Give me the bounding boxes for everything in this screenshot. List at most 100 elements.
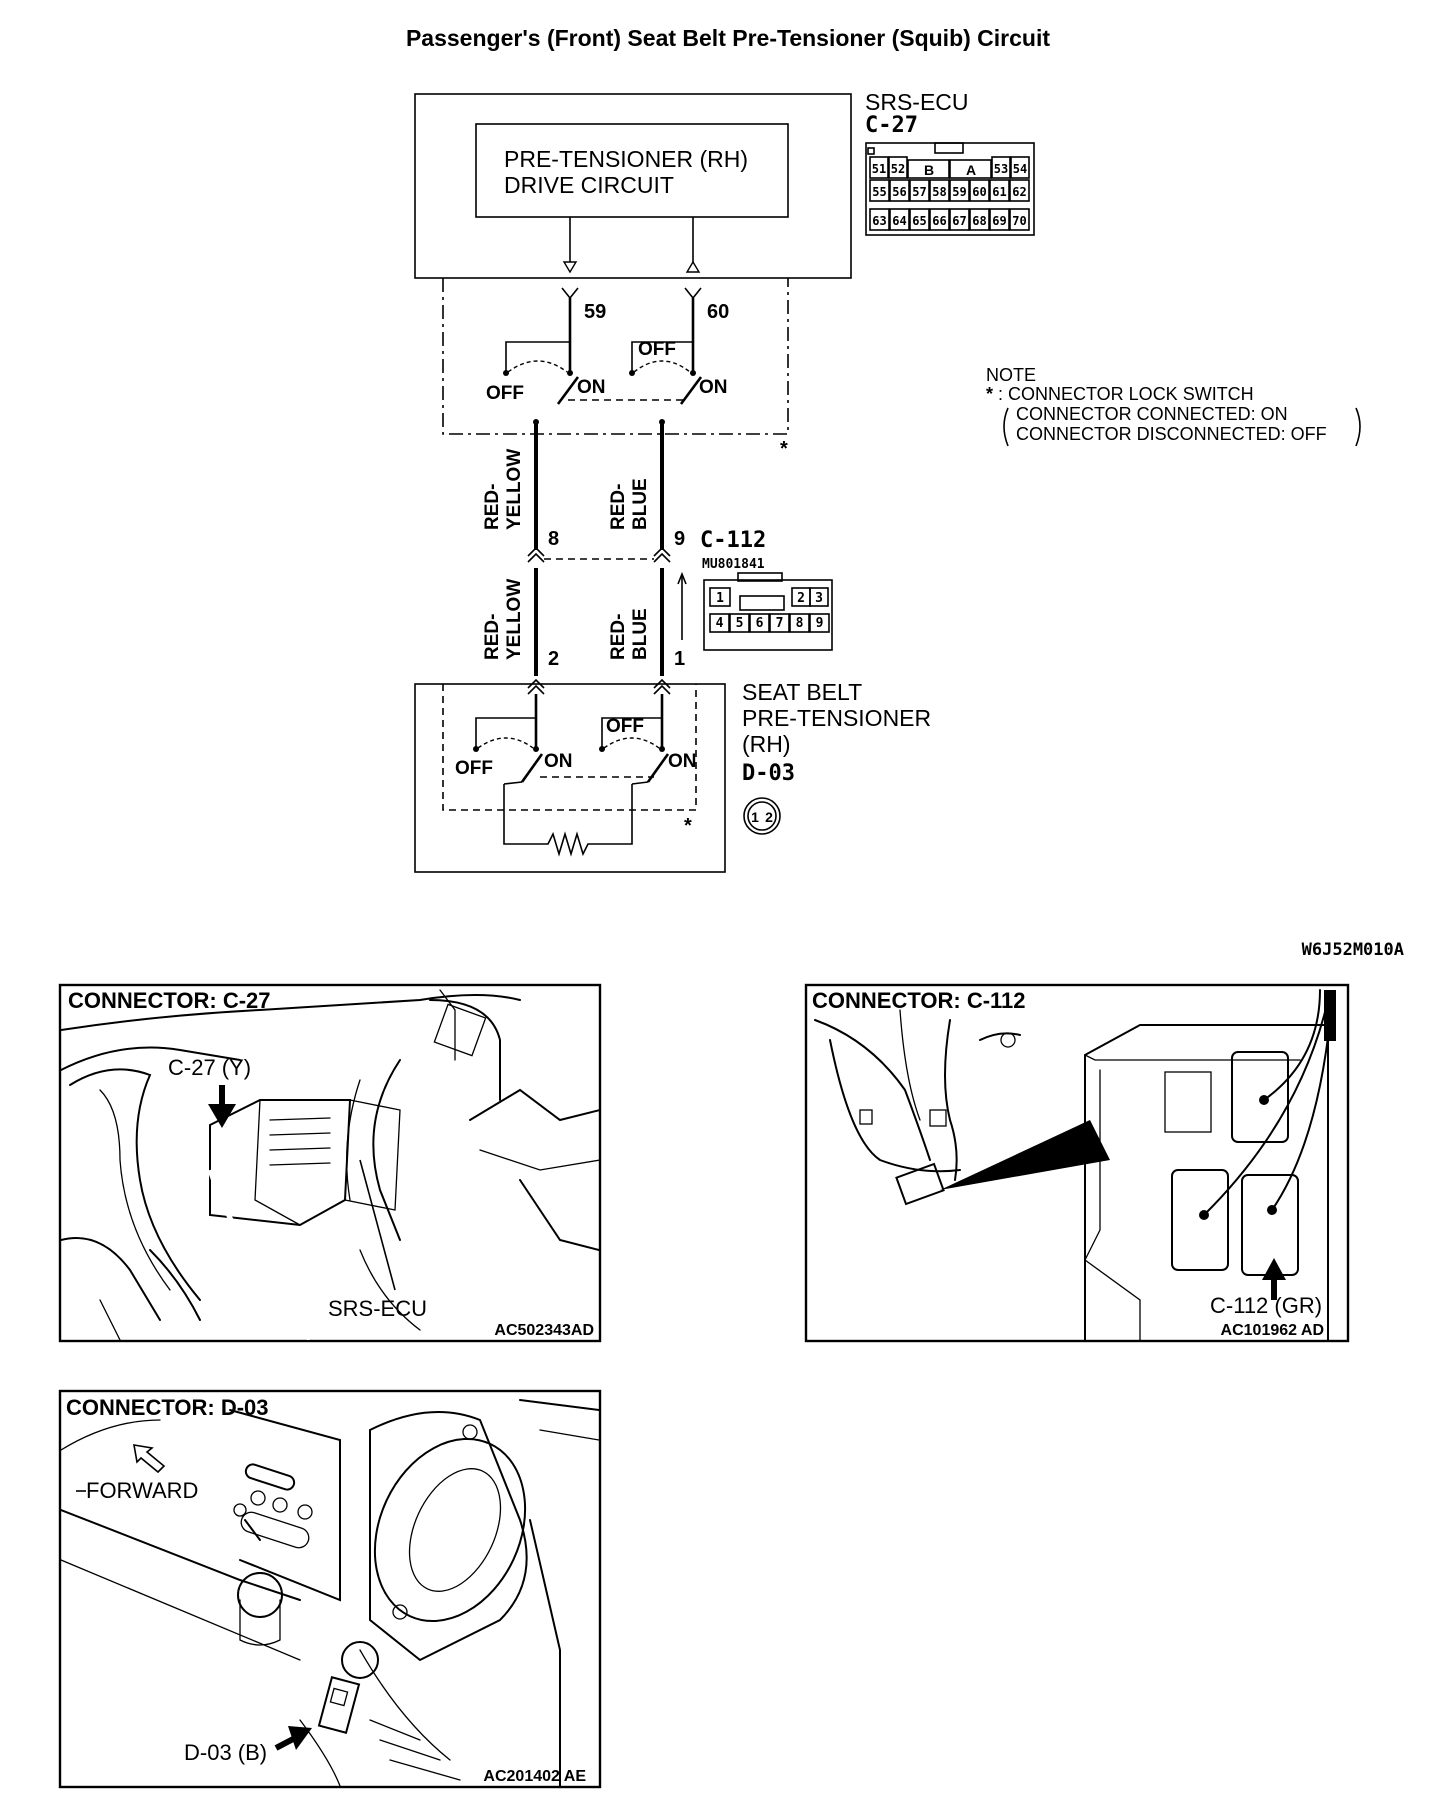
connector-pin: 66 [932, 214, 946, 228]
ecu-pin: 51 [872, 162, 886, 176]
c27-view-label: SRS-ECU [328, 1296, 427, 1321]
connector-pin: 65 [912, 214, 926, 228]
harness-wires [534, 422, 664, 676]
pretensioner-pin: 1 [751, 809, 759, 825]
pretensioner-label-line1: SEAT BELT [742, 679, 862, 705]
c112-pin: 3 [815, 591, 823, 606]
connector-pin: 6 [756, 616, 764, 631]
page-title: Passenger's (Front) Seat Belt Pre-Tensio… [406, 25, 1050, 51]
pointer-arrow-icon [1262, 1258, 1286, 1280]
connector-pin: 64 [892, 214, 906, 228]
note-line3: CONNECTOR DISCONNECTED: OFF [1016, 424, 1327, 444]
pretensioner-connector-face: 1 2 [743, 797, 781, 835]
connector-pin: 55 [872, 185, 886, 199]
wire-color-label: RED- [482, 614, 503, 660]
ecu-connector-id: C-27 [865, 113, 918, 138]
c112-pin: 1 [716, 591, 724, 606]
input-arrow-icon [685, 260, 701, 273]
switch-off-label: OFF [455, 758, 493, 779]
connector-pin: 62 [1012, 185, 1026, 199]
c112-pin: 2 [797, 591, 805, 606]
connector-pin: 56 [892, 185, 906, 199]
wire-color-label: BLUE [630, 608, 651, 660]
pretensioner-label-line3: (RH) [742, 731, 791, 757]
diagram-code: W6J52M010A [1302, 940, 1404, 960]
ecu-pin-59: 59 [584, 301, 606, 323]
ecu-pin: B [924, 162, 934, 178]
pretensioner-pin: 2 [765, 809, 773, 825]
connector-pin: 61 [992, 185, 1006, 199]
connector-pin: 4 [716, 616, 724, 631]
wire-labels: RED- YELLOW RED- BLUE RED- YELLOW RED- B… [482, 449, 651, 660]
connector-pin: 59 [952, 185, 966, 199]
c112-location-view: CONNECTOR: C-112 C-112 (GR) AC101962 AD [804, 983, 1350, 1343]
connector-pin: 67 [952, 214, 966, 228]
switch-off-label: OFF [638, 339, 676, 360]
c27-view-title: CONNECTOR: C-27 [68, 988, 271, 1013]
output-arrow-icon [562, 261, 578, 274]
lock-switch-star: * [684, 815, 692, 837]
c112-view-code: AC101962 AD [1221, 1322, 1324, 1339]
c112-connector-id: C-112 [700, 528, 766, 553]
connector-pin: 8 [796, 616, 804, 631]
ecu-pin-60: 60 [707, 301, 729, 323]
squib-resistor [503, 784, 633, 857]
connector-pin: 60 [972, 185, 986, 199]
srs-ecu-block: PRE-TENSIONER (RH) DRIVE CIRCUIT [414, 93, 852, 279]
c112-pin-9: 9 [674, 528, 685, 550]
ecu-pin: A [966, 162, 976, 178]
ecu-pin: 54 [1013, 162, 1027, 176]
switch-off-label: OFF [606, 716, 644, 737]
switch-on-label: ON [668, 751, 697, 772]
connector-pin: 7 [776, 616, 784, 631]
c27-location-view: CONNECTOR: C-27 C-27 (Y) SRS-ECU AC50234… [58, 983, 602, 1343]
ecu-pin: 53 [994, 162, 1008, 176]
connector-pin: 68 [972, 214, 986, 228]
d03-view-title: CONNECTOR: D-03 [66, 1395, 269, 1420]
wire-color-label: RED- [482, 484, 503, 530]
pretensioner-pin-2: 2 [548, 648, 559, 670]
pretensioner-label-line2: PRE-TENSIONER [742, 705, 931, 731]
ecu-pin: 52 [891, 162, 905, 176]
connector-pin: 63 [872, 214, 886, 228]
c112-callout: C-112 (GR) [1210, 1293, 1322, 1318]
note-star: * [986, 384, 993, 404]
switch-on-label: ON [699, 377, 728, 398]
switch-on-label: ON [577, 377, 606, 398]
connector-pin: 70 [1012, 214, 1026, 228]
drive-circuit-box [475, 123, 789, 218]
note-line1: : CONNECTOR LOCK SWITCH [998, 384, 1254, 404]
c112-view-title: CONNECTOR: C-112 [812, 988, 1026, 1013]
connector-pin: 69 [992, 214, 1006, 228]
wire-color-label: BLUE [630, 478, 651, 530]
wire-color-label: RED- [608, 484, 629, 530]
pretensioner-connector-id: D-03 [742, 761, 795, 786]
note-block: NOTE * : CONNECTOR LOCK SWITCH CONNECTOR… [986, 365, 1361, 447]
c112-pin-8: 8 [548, 528, 559, 550]
note-heading: NOTE [986, 365, 1036, 385]
pointer-arrow-icon [288, 1726, 312, 1750]
switch-off-label: OFF [486, 383, 524, 404]
c112-part-number: MU801841 [702, 557, 765, 572]
ecu-lock-switch: * 59 60 OFF ON OFF ON [442, 278, 789, 460]
pretensioner-block: * 2 1 OFF ON OFF ON [414, 648, 726, 873]
d03-callout: D-03 (B) [184, 1740, 267, 1765]
wire-color-label: RED- [608, 614, 629, 660]
drive-circuit-line1: PRE-TENSIONER (RH) [504, 146, 748, 172]
note-line2: CONNECTOR CONNECTED: ON [1016, 404, 1288, 424]
srs-ecu-label: SRS-ECU [865, 89, 969, 115]
d03-location-view: CONNECTOR: D-03 FORWARD D-03 (B) AC20140… [58, 1389, 602, 1789]
d03-view-code: AC201402 AE [483, 1768, 586, 1785]
connector-pin: 5 [736, 616, 744, 631]
pointer-arrow-icon [208, 1104, 236, 1128]
d03-direction: FORWARD [86, 1478, 198, 1503]
direction-arrow-icon [677, 571, 687, 585]
connector-pin: 9 [816, 616, 824, 631]
wire-color-label: YELLOW [504, 449, 525, 530]
switch-on-label: ON [544, 751, 573, 772]
c27-view-code: AC502343AD [494, 1322, 594, 1339]
forward-arrow-icon [133, 1444, 166, 1474]
